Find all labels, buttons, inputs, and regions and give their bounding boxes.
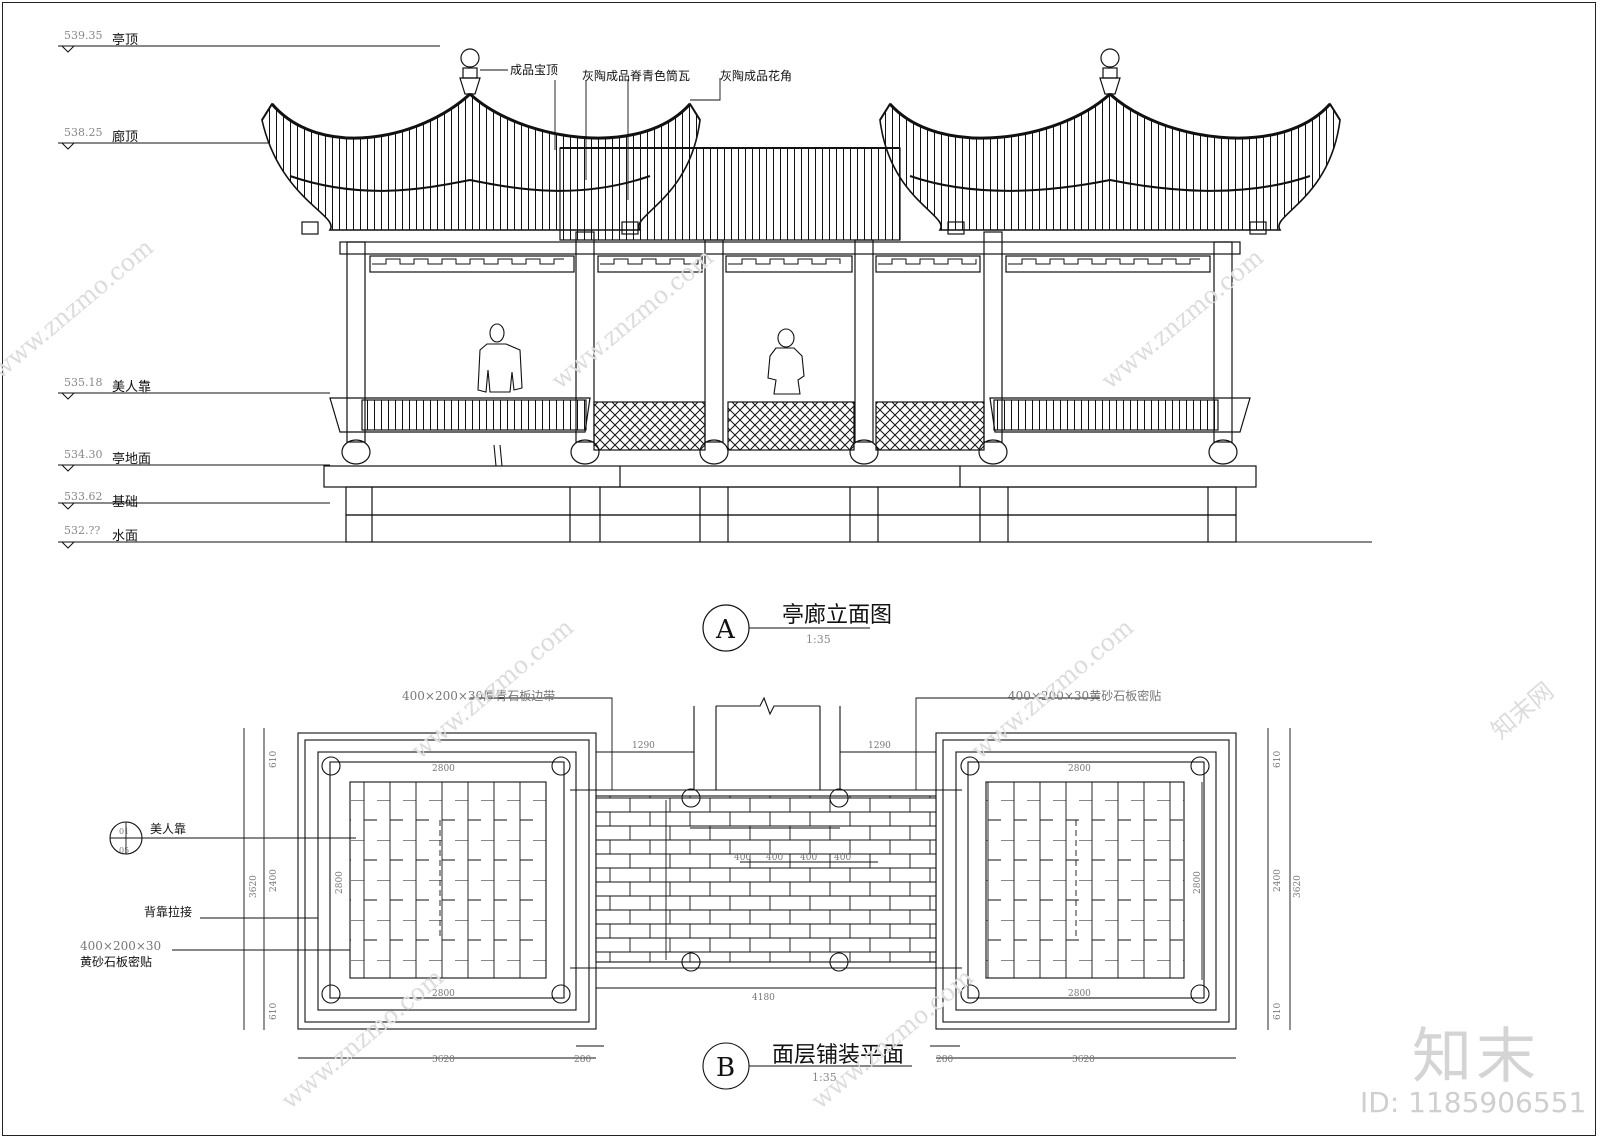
title-b-name: 面层铺装平面 (772, 1043, 904, 1068)
dim-1290-right: 1290 (868, 741, 891, 751)
watermark-site-1: www.znzmo.com (0, 233, 159, 385)
right-pavilion-roof (879, 48, 1341, 235)
callout-ridge-tile: 灰陶成品脊青色筒瓦 (582, 68, 690, 83)
watermark-site-7: www.znzmo.com (806, 963, 979, 1115)
label-backrest: 背靠拉接 (144, 904, 192, 919)
dim-610-right-top: 610 (1273, 751, 1283, 768)
dim-280-left: 280 (574, 1055, 591, 1065)
plan-leaders (110, 697, 1100, 951)
level-label-bench: 美人靠 (112, 380, 151, 395)
dim-2800-left-bottom: 2800 (432, 989, 455, 999)
level-label-foundation: 基础 (112, 495, 138, 510)
detail-symbol-bottom: 05 (119, 846, 129, 855)
title-a-name: 亭廊立面图 (782, 603, 892, 628)
level-label-water: 水面 (112, 529, 138, 544)
dimension-texts: 1290 1290 2800 2800 2800 2800 4180 3620 … (249, 741, 1303, 1065)
level-label-floor: 亭地面 (112, 451, 151, 467)
dimension-lines (243, 728, 1291, 1059)
watermark-id: ID: 1185906551 (1360, 1086, 1587, 1119)
elevation-drawing (58, 45, 1372, 652)
watermark-site-2: www.znzmo.com (546, 243, 719, 395)
title-b-scale: 1:35 (812, 1071, 837, 1084)
dim-3620-right-vertical: 3620 (1293, 875, 1303, 898)
callout-corner: 灰陶成品花角 (720, 68, 792, 83)
callout-leaders (480, 69, 721, 200)
dim-2400-right-vertical: 2400 (1273, 869, 1283, 892)
dim-280-right: 280 (936, 1055, 953, 1065)
left-pavilion-plan (297, 732, 597, 1030)
left-pavilion-roof (261, 48, 701, 235)
watermark-brand: 知末网 (1486, 677, 1559, 745)
callout-finial: 成品宝顶 (510, 63, 558, 77)
label-bench: 美人靠 (150, 822, 186, 836)
level-value-bench: 535.18 (64, 376, 103, 389)
dim-610-left-top: 610 (269, 751, 279, 768)
human-figures (477, 323, 805, 467)
dim-610-left-bottom: 610 (269, 1003, 279, 1020)
dim-610-right-bottom: 610 (1273, 1003, 1283, 1020)
watermark-site-3: www.znzmo.com (1096, 243, 1269, 395)
fretwork-beams (339, 241, 1241, 273)
elevation-texts: 539.35 亭顶 538.25 廊顶 535.18 美人靠 534.30 亭地… (64, 29, 892, 646)
label-border-strip: 400×200×30厚青石板边带 (402, 689, 555, 703)
railings (329, 397, 1251, 451)
level-label-corridor-top: 廊顶 (112, 129, 138, 145)
label-paving-left-size: 400×200×30 (80, 939, 161, 953)
level-value-foundation: 533.62 (64, 490, 103, 503)
watermarks: www.znzmo.com www.znzmo.com www.znzmo.co… (0, 233, 1559, 1115)
dim-2800-right-vertical: 2800 (1193, 871, 1203, 894)
label-paving-right: 400×200×30黄砂石板密贴 (1008, 688, 1161, 703)
level-markers (61, 45, 75, 549)
dim-2400-left-vertical: 2400 (269, 869, 279, 892)
dim-400-a: 400 (734, 853, 751, 863)
level-value-floor: 534.30 (64, 448, 103, 461)
level-lines (58, 45, 1372, 543)
level-label-pavilion-top: 亭顶 (112, 32, 138, 48)
dim-2800-right-top: 2800 (1068, 764, 1091, 774)
title-a-symbol: A (715, 615, 736, 645)
plan-drawing (109, 696, 1291, 1090)
dim-2800-left-top: 2800 (432, 764, 455, 774)
dim-3620-left-vertical: 3620 (249, 875, 259, 898)
level-value-corridor-top: 538.25 (64, 126, 103, 139)
detail-symbol-top: 01 (119, 827, 129, 836)
corridor-plan (570, 696, 962, 972)
label-paving-left-material: 黄砂石板密贴 (80, 954, 152, 969)
dim-4180: 4180 (752, 993, 775, 1003)
dim-2800-left-vertical: 2800 (335, 871, 345, 894)
dim-2800-right-bottom: 2800 (1068, 989, 1091, 999)
dim-3620-left: 3620 (432, 1055, 455, 1065)
right-pavilion-plan (935, 732, 1237, 1030)
dim-1290-left: 1290 (632, 741, 655, 751)
plan-texts: 400×200×30厚青石板边带 400×200×30黄砂石板密贴 美人靠 背靠… (80, 688, 1303, 1084)
watermark-logo: 知末 (1412, 1022, 1540, 1092)
level-value-water: 532.?? (64, 524, 100, 537)
level-value-pavilion-top: 539.35 (64, 29, 103, 42)
title-b-symbol: B (716, 1053, 735, 1083)
dim-400-d: 400 (834, 853, 851, 863)
title-a-scale: 1:35 (806, 633, 831, 646)
watermark-site-6: www.znzmo.com (276, 963, 449, 1115)
platform (323, 465, 1257, 543)
dim-400-c: 400 (800, 853, 817, 863)
dim-3620-right: 3620 (1072, 1055, 1095, 1065)
dim-400-b: 400 (766, 853, 783, 863)
